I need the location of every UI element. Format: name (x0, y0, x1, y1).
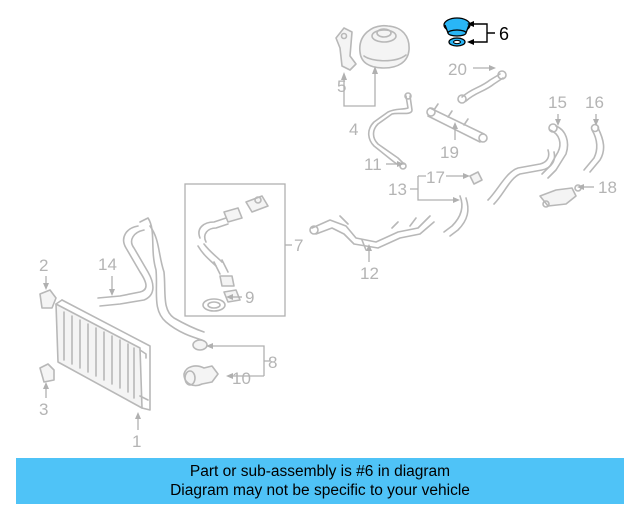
part-11-hose[interactable] (367, 92, 413, 170)
callout-18[interactable]: 18 (598, 178, 617, 197)
banner-line-2: Diagram may not be specific to your vehi… (170, 482, 470, 499)
callout-6[interactable]: 6 (499, 24, 509, 44)
callout-14[interactable]: 14 (98, 255, 117, 274)
part-15-hose[interactable] (541, 123, 569, 179)
part-12-pipe-assembly[interactable] (309, 215, 435, 251)
part-17-fitting[interactable] (469, 171, 483, 185)
part-4-coolant-reservoir[interactable] (359, 25, 410, 69)
callout-9[interactable]: 9 (245, 288, 254, 307)
banner-line-1: Part or sub-assembly is #6 in diagram (189, 463, 451, 480)
part-19-pipe[interactable] (426, 103, 488, 143)
part-20-hose[interactable] (457, 70, 507, 104)
info-banner: Part or sub-assembly is #6 in diagram Di… (16, 458, 624, 504)
callout-7[interactable]: 7 (294, 236, 303, 255)
callout-13[interactable]: 13 (388, 180, 407, 199)
part-7-hose-set[interactable] (197, 195, 269, 287)
callout-15[interactable]: 15 (548, 93, 567, 112)
part-9-seal[interactable] (202, 289, 241, 312)
callout-10[interactable]: 10 (232, 369, 251, 388)
callout-5[interactable]: 5 (337, 77, 346, 96)
part-13-hose[interactable] (443, 149, 556, 237)
callout-11[interactable]: 11 (364, 155, 382, 174)
part-5-bracket[interactable] (335, 27, 357, 71)
callout-20[interactable]: 20 (448, 60, 467, 79)
callout-12[interactable]: 12 (360, 264, 379, 283)
part-14-hose[interactable] (97, 217, 208, 351)
part-7-group-box (184, 183, 286, 317)
callout-1[interactable]: 1 (132, 432, 141, 451)
callout-3[interactable]: 3 (39, 400, 48, 419)
part-16-hose[interactable] (583, 123, 605, 173)
callout-19[interactable]: 19 (440, 143, 459, 162)
callout-16[interactable]: 16 (585, 93, 604, 112)
part-18-valve[interactable] (539, 184, 582, 208)
callout-6-leader (467, 21, 495, 45)
part-1-radiator[interactable] (55, 299, 151, 411)
callout-8[interactable]: 8 (268, 353, 277, 372)
part-6-cap[interactable] (443, 17, 471, 47)
callout-2[interactable]: 2 (39, 256, 48, 275)
callout-17[interactable]: 17 (426, 168, 445, 187)
part-2-bracket[interactable] (39, 289, 57, 309)
part-10-connector[interactable] (183, 365, 219, 387)
part-3-bracket[interactable] (39, 363, 55, 383)
callout-4[interactable]: 4 (349, 120, 358, 139)
